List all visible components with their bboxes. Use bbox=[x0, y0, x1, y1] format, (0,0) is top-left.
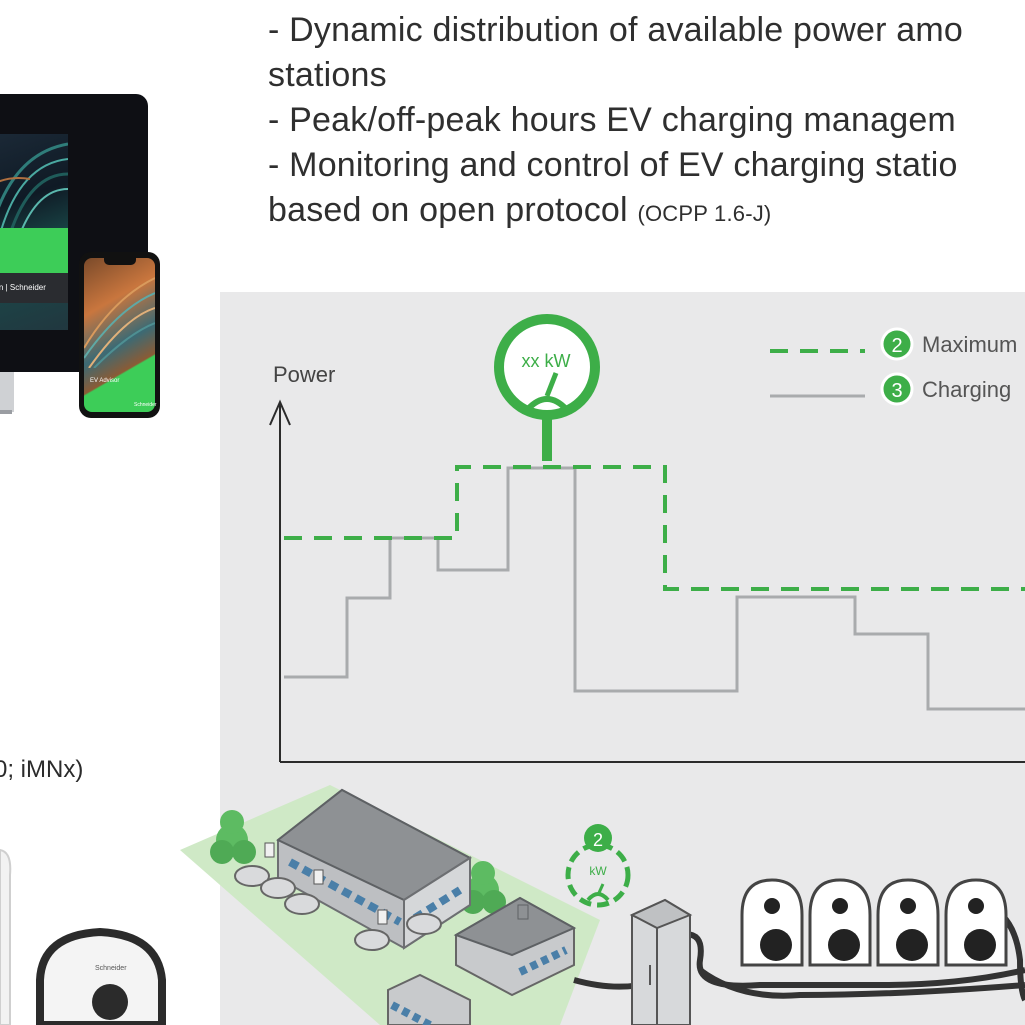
tree-icon bbox=[210, 810, 256, 864]
charging-line bbox=[284, 466, 1025, 711]
wall-charger-icon bbox=[876, 878, 940, 967]
protocol-note: (OCPP 1.6-J) bbox=[637, 201, 772, 226]
house-building bbox=[453, 896, 577, 997]
charger-socket-icon bbox=[92, 984, 128, 1020]
power-meter-icon: xx kW bbox=[494, 314, 600, 461]
feature-line-2: stations bbox=[268, 56, 387, 94]
phone-logo-text: Schneider bbox=[134, 402, 157, 408]
badge-unit: kW bbox=[589, 864, 607, 878]
feature-line-4: - Monitoring and control of EV charging … bbox=[268, 146, 958, 184]
phone-hero-image bbox=[84, 277, 155, 369]
maximum-line bbox=[284, 465, 1025, 591]
legend-num-3: 3 bbox=[891, 380, 902, 402]
monitor-brand-text: n On | Schneider bbox=[0, 283, 46, 292]
meter-label: xx kW bbox=[522, 351, 571, 371]
y-axis-arrow bbox=[269, 399, 291, 426]
legend-badge-3 bbox=[880, 372, 914, 406]
left-products: Schneider bbox=[0, 848, 166, 1025]
product-code-label: 0; iMNx) bbox=[0, 756, 84, 783]
garage-building bbox=[387, 973, 471, 1025]
pole-charger-edge bbox=[0, 848, 12, 1025]
phone-app-label: EV Advisor bbox=[90, 378, 120, 384]
wall-charger-icon bbox=[808, 878, 872, 967]
phone-screen bbox=[84, 258, 155, 412]
wall-charger-icon bbox=[740, 878, 804, 967]
charger-row bbox=[740, 878, 1008, 967]
monitor-brand-bar: n On | Schneider bbox=[0, 273, 68, 303]
legend-label-max: Maximum bbox=[922, 332, 1017, 357]
feature-line-5: based on open protocol (OCPP 1.6-J) bbox=[268, 188, 771, 236]
phone-notch bbox=[104, 258, 136, 265]
wall-charger-logo-text: Schneider bbox=[95, 965, 127, 972]
monitor-stand bbox=[0, 372, 14, 412]
kw-badge-icon: 2 kW bbox=[565, 824, 631, 908]
y-axis-label: Power bbox=[273, 362, 335, 387]
feature-line-1: - Dynamic distribution of available powe… bbox=[268, 11, 963, 49]
wall-charger-icon bbox=[944, 878, 1008, 967]
feature-line-3: - Peak/off-peak hours EV charging manage… bbox=[268, 101, 956, 139]
building-night-image bbox=[0, 142, 68, 235]
legend-label-charging: Charging bbox=[922, 377, 1011, 402]
legend-badge-2 bbox=[880, 327, 914, 361]
chart-legend: 2 Maximum 3 Charging bbox=[770, 327, 1017, 406]
badge-num: 2 bbox=[593, 830, 603, 850]
mini-charger-icon bbox=[264, 842, 275, 858]
feature-line-5-main: based on open protocol bbox=[268, 191, 638, 229]
electrical-cabinet bbox=[629, 898, 693, 1025]
mini-charger-icon bbox=[377, 909, 388, 925]
legend-num-2: 2 bbox=[891, 335, 902, 357]
wall-charger-left bbox=[36, 927, 166, 1025]
parked-cars bbox=[234, 865, 442, 951]
monitor-green-banner bbox=[0, 228, 68, 273]
mini-charger-icon bbox=[313, 869, 324, 885]
monitor-foot bbox=[0, 410, 12, 414]
